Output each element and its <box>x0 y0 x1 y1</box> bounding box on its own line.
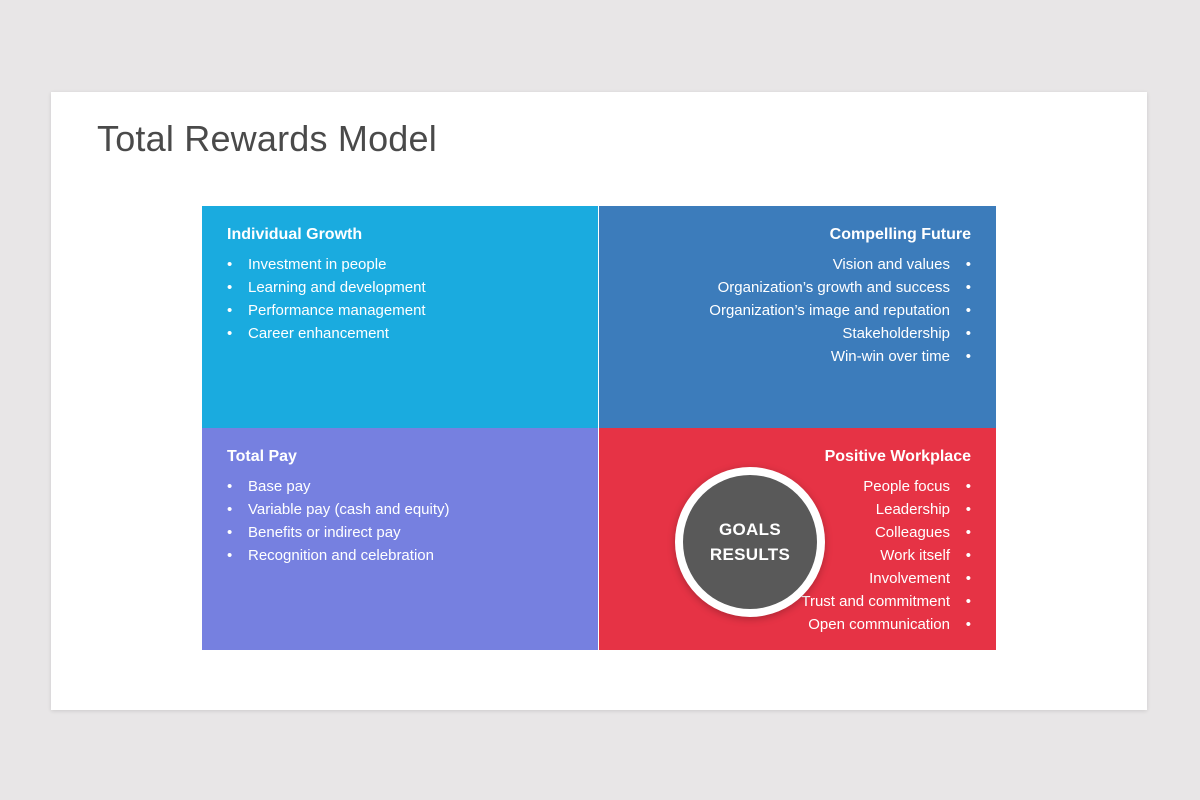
quadrant-title: Individual Growth <box>227 226 363 243</box>
slide: Total Rewards Model Individual Growth In… <box>51 92 1147 710</box>
list-item: Learning and development <box>227 276 573 299</box>
slide-title: Total Rewards Model <box>97 118 437 159</box>
list-item: Stakeholdership <box>624 322 971 345</box>
quadrant-individual-growth: Individual Growth Investment in peopleLe… <box>202 206 598 428</box>
list-item: Recognition and celebration <box>227 544 573 567</box>
quadrant-title: Positive Workplace <box>824 448 971 465</box>
rewards-grid: Individual Growth Investment in peopleLe… <box>202 206 996 650</box>
quadrant-list: Base payVariable pay (cash and equity)Be… <box>227 475 573 567</box>
list-item: Organization’s image and reputation <box>624 299 971 322</box>
list-item: Win-win over time <box>624 345 971 368</box>
list-item: Work itself <box>624 544 971 567</box>
quadrant-list: Investment in peopleLearning and develop… <box>227 253 573 345</box>
center-label-goals: GOALS <box>719 520 781 539</box>
list-item: Base pay <box>227 475 573 498</box>
list-item: Open communication <box>624 613 971 636</box>
quadrant-positive-workplace: Positive Workplace People focusLeadershi… <box>599 428 996 650</box>
list-item: Investment in people <box>227 253 573 276</box>
quadrant-total-pay: Total Pay Base payVariable pay (cash and… <box>202 428 598 650</box>
list-item: Leadership <box>624 498 971 521</box>
list-item: Involvement <box>624 567 971 590</box>
quadrant-title: Compelling Future <box>829 226 971 243</box>
quadrant-compelling-future: Compelling Future Vision and valuesOrgan… <box>599 206 996 428</box>
center-label-results: RESULTS <box>709 545 791 564</box>
center-circle: GOALS RESULTS <box>675 467 825 617</box>
center-core: GOALS RESULTS <box>683 475 817 609</box>
quadrant-list: Vision and valuesOrganization’s growth a… <box>624 253 971 368</box>
quadrant-list: People focusLeadershipColleaguesWork its… <box>624 475 971 636</box>
quadrant-title: Total Pay <box>227 448 297 465</box>
list-item: Vision and values <box>624 253 971 276</box>
list-item: Variable pay (cash and equity) <box>227 498 573 521</box>
list-item: Organization’s growth and success <box>624 276 971 299</box>
list-item: Trust and commitment <box>624 590 971 613</box>
list-item: Colleagues <box>624 521 971 544</box>
list-item: Career enhancement <box>227 322 573 345</box>
list-item: Benefits or indirect pay <box>227 521 573 544</box>
list-item: Performance management <box>227 299 573 322</box>
list-item: People focus <box>624 475 971 498</box>
